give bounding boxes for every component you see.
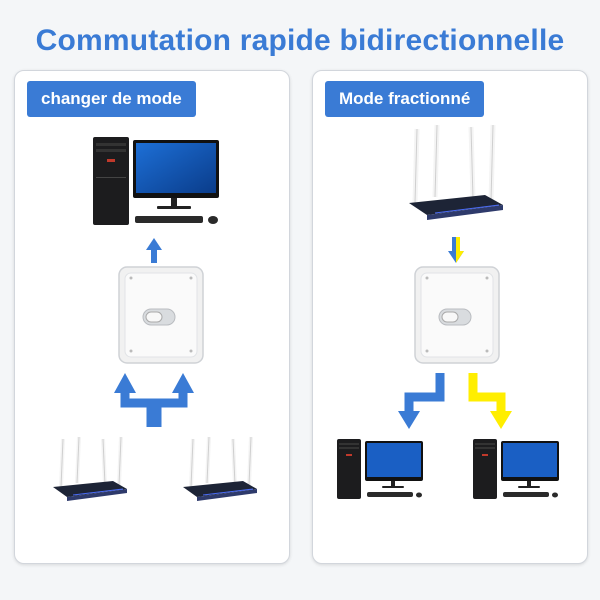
panel-switch-mode: changer de mode — [14, 70, 290, 564]
panel-label-switch-mode: changer de mode — [27, 81, 196, 117]
split-mode-diagram — [337, 124, 559, 499]
computer-icon — [473, 439, 559, 499]
router-icon — [53, 436, 127, 501]
arrow-merge-icon — [120, 391, 188, 427]
switch-box-icon — [414, 266, 500, 364]
computer-icon — [337, 439, 423, 499]
arrow-down-icon — [448, 237, 464, 263]
arrow-split-blue-icon — [398, 373, 445, 429]
arrow-split-yellow-icon — [468, 373, 512, 429]
arrow-up-icon — [146, 238, 162, 263]
page-title: Commutation rapide bidirectionnelle — [35, 24, 565, 57]
router-icon — [409, 124, 503, 220]
panel-label-split-mode: Mode fractionné — [325, 81, 485, 117]
switch-box-icon — [118, 266, 204, 364]
switch-mode-diagram — [53, 137, 257, 501]
panel-split-mode: Mode fractionné — [312, 70, 588, 564]
router-icon — [183, 436, 257, 501]
computer-icon — [93, 137, 219, 225]
